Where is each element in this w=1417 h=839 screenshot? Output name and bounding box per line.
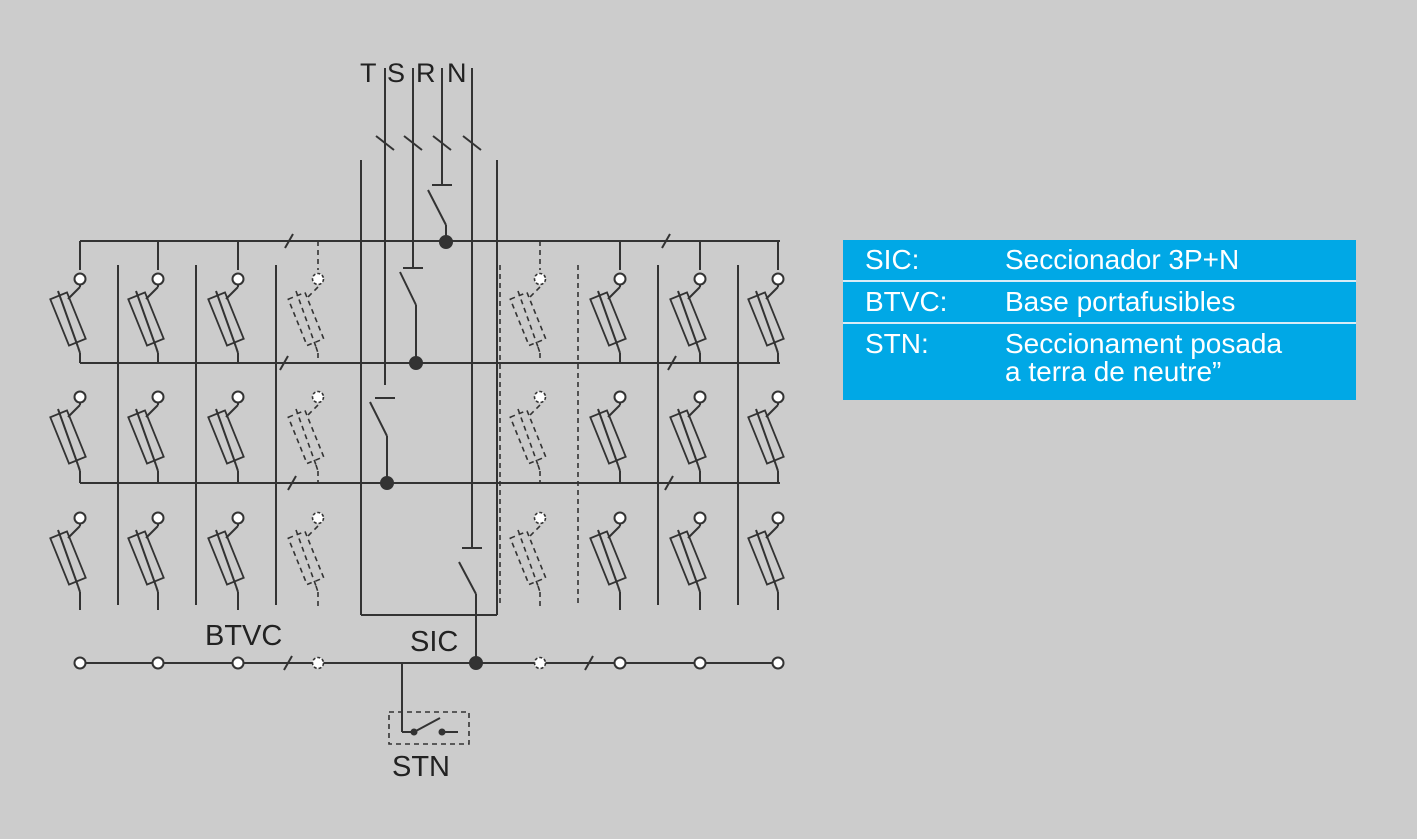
fuse-base bbox=[669, 390, 707, 483]
fuse-base bbox=[207, 390, 245, 483]
fuse-base bbox=[207, 272, 245, 363]
phase-label-s: S bbox=[387, 58, 405, 88]
phase-label-n: N bbox=[447, 58, 467, 88]
incoming-lines bbox=[375, 68, 482, 547]
stn-switch bbox=[388, 663, 470, 745]
busbars bbox=[79, 233, 780, 491]
fuse-base bbox=[287, 272, 325, 363]
legend-desc: Seccionament posada a terra de neutre” bbox=[1005, 328, 1283, 387]
fuse-base bbox=[509, 272, 547, 363]
sic-enclosure bbox=[360, 160, 498, 616]
fuse-base bbox=[49, 511, 87, 610]
legend-row-btvc: BTVC: Base portafusibles bbox=[843, 282, 1356, 324]
fuse-base bbox=[287, 511, 325, 610]
legend-desc: Base portafusibles bbox=[1005, 286, 1236, 317]
legend-key: STN: bbox=[865, 328, 929, 359]
separators bbox=[117, 265, 739, 605]
fuse-base bbox=[589, 272, 627, 363]
fuse-base bbox=[589, 511, 627, 610]
fuse-bases bbox=[49, 272, 785, 610]
junction-nodes bbox=[380, 235, 483, 670]
legend-row-stn: STN: Seccionament posada a terra de neut… bbox=[843, 324, 1356, 400]
fuse-base bbox=[127, 390, 165, 483]
neutral-line bbox=[73, 655, 785, 671]
legend-key: SIC: bbox=[865, 244, 920, 275]
fuse-base bbox=[669, 511, 707, 610]
legend-box: SIC: Seccionador 3P+N BTVC: Base portafu… bbox=[843, 240, 1356, 400]
fuse-base bbox=[49, 272, 87, 363]
legend-desc: Seccionador 3P+N bbox=[1005, 244, 1240, 275]
fuse-base bbox=[669, 272, 707, 363]
sic-switches bbox=[369, 184, 482, 663]
fuse-base bbox=[127, 272, 165, 363]
fuse-base bbox=[589, 390, 627, 483]
stn-label: STN bbox=[392, 751, 450, 783]
fuse-base bbox=[747, 272, 785, 363]
fuse-base bbox=[509, 511, 547, 610]
fuse-base bbox=[287, 390, 325, 483]
phase-label-t: T bbox=[360, 58, 377, 88]
phase-label-r: R bbox=[416, 58, 436, 88]
sic-label: SIC bbox=[410, 626, 458, 658]
fuse-base bbox=[747, 511, 785, 610]
legend-key: BTVC: bbox=[865, 286, 948, 317]
btvc-label: BTVC bbox=[205, 620, 282, 652]
fuse-base bbox=[509, 390, 547, 483]
legend-row-sic: SIC: Seccionador 3P+N bbox=[843, 240, 1356, 282]
fuse-base bbox=[127, 511, 165, 610]
fuse-base bbox=[747, 390, 785, 483]
fuse-base bbox=[207, 511, 245, 610]
fuse-base bbox=[49, 390, 87, 483]
